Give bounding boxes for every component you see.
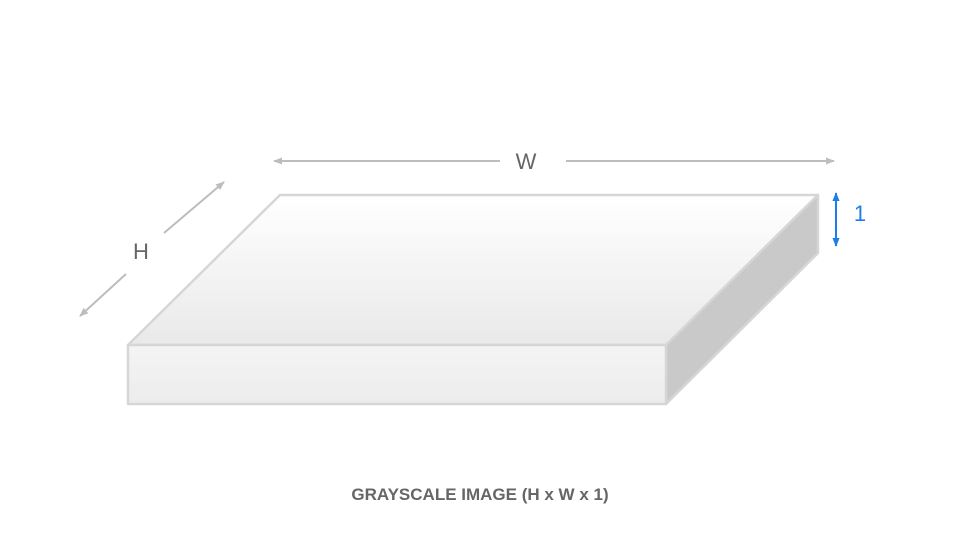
- height-arrow-down: [79, 273, 127, 317]
- height-label: H: [133, 239, 149, 264]
- height-arrow-up: [163, 181, 225, 234]
- slab-front-face: [126, 343, 668, 406]
- depth-label: 1: [854, 201, 866, 226]
- width-label: W: [516, 149, 537, 174]
- diagram-caption: GRAYSCALE IMAGE (H x W x 1): [351, 485, 608, 504]
